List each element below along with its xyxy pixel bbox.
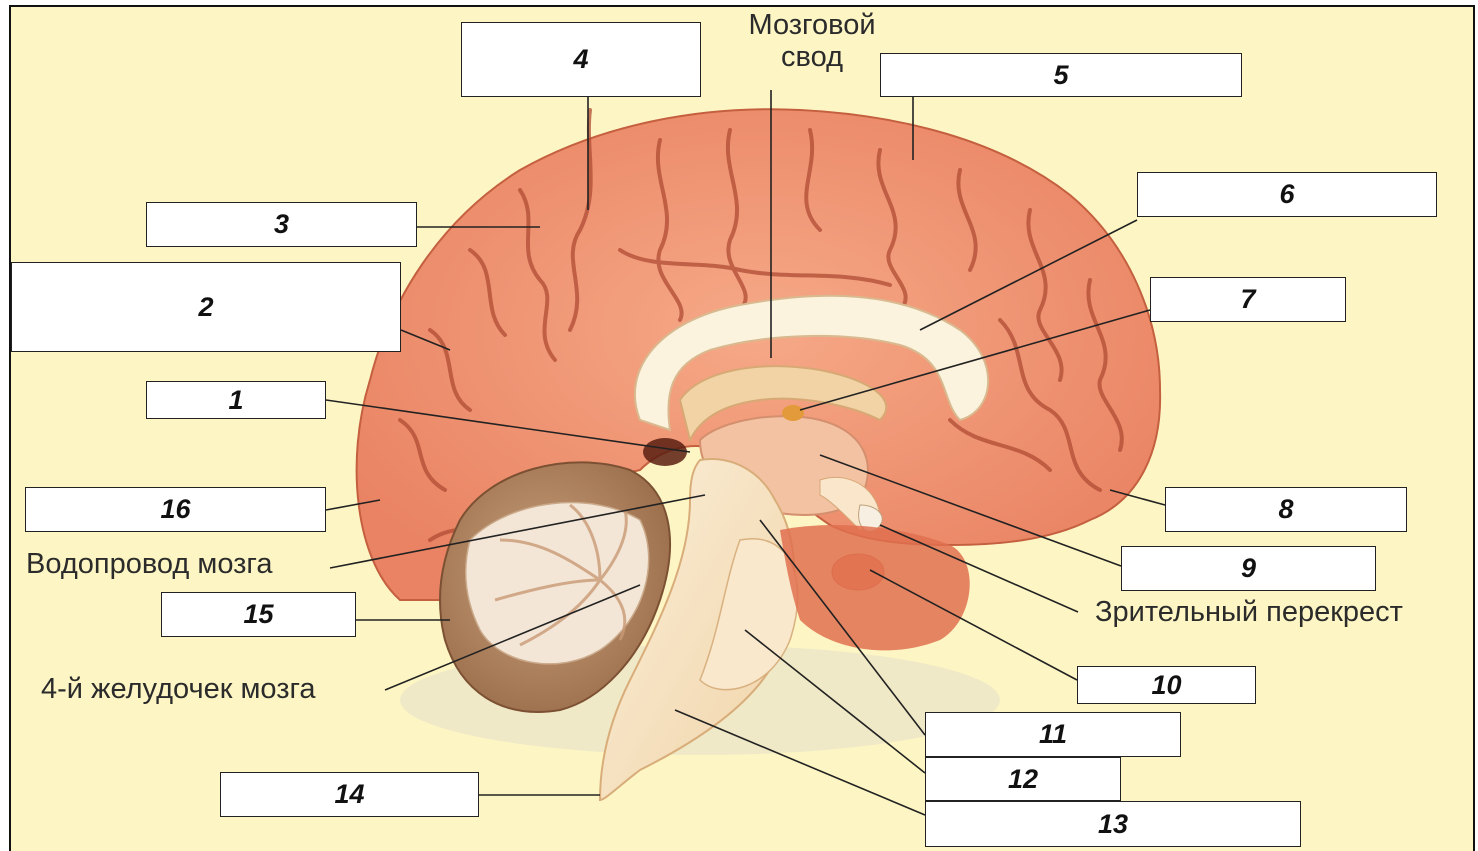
label-aqueduct: Водопровод мозга [26, 549, 273, 581]
label-box-13[interactable]: 13 [925, 801, 1301, 847]
label-box-11[interactable]: 11 [925, 712, 1181, 757]
pineal-body [782, 405, 804, 421]
label-box-6[interactable]: 6 [1137, 172, 1437, 217]
label-box-14[interactable]: 14 [220, 772, 479, 817]
label-fornix: Мозговой свод [720, 10, 904, 74]
label-fourth-ventricle: 4-й желудочек мозга [41, 674, 316, 706]
label-box-5[interactable]: 5 [880, 53, 1242, 97]
label-optic-chiasm: Зрительный перекрест [1095, 597, 1403, 629]
label-box-4[interactable]: 4 [461, 22, 701, 97]
label-box-9[interactable]: 9 [1121, 546, 1376, 591]
dark-recess [643, 438, 687, 466]
temporal-lobe [780, 525, 970, 650]
label-box-12[interactable]: 12 [925, 757, 1121, 801]
label-box-10[interactable]: 10 [1077, 666, 1256, 704]
label-box-16[interactable]: 16 [25, 487, 326, 532]
label-box-8[interactable]: 8 [1165, 487, 1407, 532]
label-box-3[interactable]: 3 [146, 202, 417, 247]
label-box-2[interactable]: 2 [11, 262, 401, 352]
label-box-7[interactable]: 7 [1150, 277, 1346, 322]
label-box-1[interactable]: 1 [146, 381, 326, 419]
label-box-15[interactable]: 15 [161, 592, 356, 637]
